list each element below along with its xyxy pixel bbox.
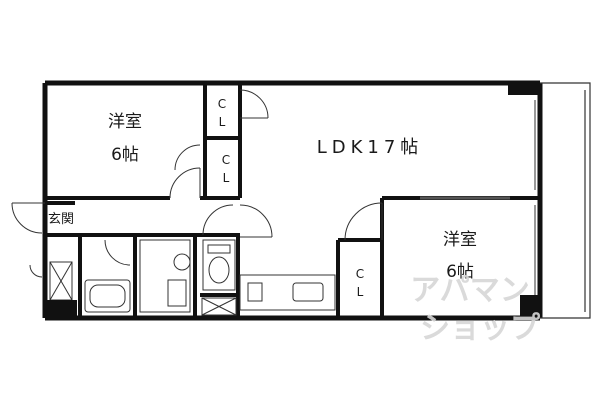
closet-2-line2: L	[223, 171, 230, 185]
door-swings	[11, 89, 383, 278]
western-room-1-name: 洋室	[108, 112, 142, 132]
closet-3-line2: L	[357, 285, 364, 299]
watermark-line-2: ショップ	[420, 311, 541, 346]
closet-3-line1: C	[356, 267, 364, 281]
closet-1-line1: C	[218, 97, 226, 111]
western-room-2-size: 6帖	[446, 262, 474, 282]
closet-2-line1: C	[222, 153, 230, 167]
fixtures	[49, 100, 536, 316]
western-room-1-size: 6帖	[111, 145, 139, 165]
entrance-label: 玄関	[48, 212, 74, 227]
outer-walls	[42, 80, 543, 321]
ldk-name: LDK17帖	[317, 137, 424, 158]
balcony	[540, 82, 591, 319]
western-room-2-name: 洋室	[443, 230, 477, 250]
closet-1-line2: L	[219, 115, 226, 129]
wall-columns	[45, 83, 540, 318]
watermark-line-1: アパマン	[410, 273, 529, 308]
